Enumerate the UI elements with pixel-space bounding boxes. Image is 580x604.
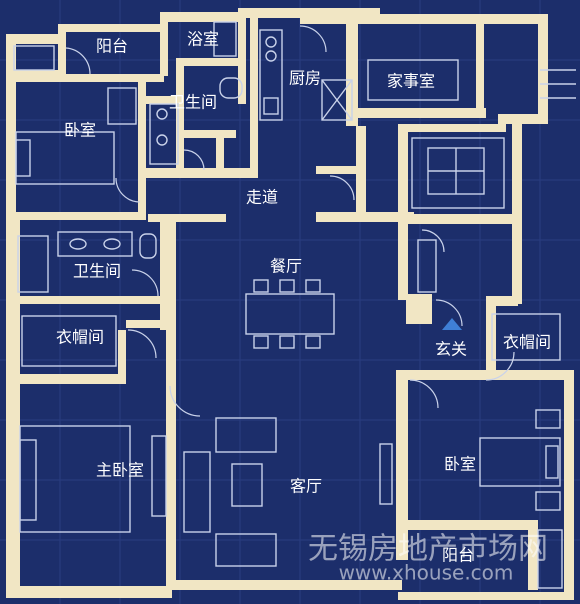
chair-icon: [305, 335, 321, 349]
label-utility-room: 家事室: [387, 72, 435, 91]
label-foyer: 玄关: [435, 340, 467, 359]
label-wc-left: 卫生间: [73, 262, 121, 281]
bed-icon: [15, 131, 115, 185]
stove-burner-icon: [265, 50, 277, 62]
fridge-icon: [321, 79, 353, 121]
balcony-planter: [537, 529, 563, 589]
entry-arrow-icon: [442, 318, 462, 330]
chair-icon: [253, 335, 269, 349]
room-labels: 阳台 浴室 厨房 家事室 卧室 卫生间 走道 卫生间 餐厅 衣帽间 玄关 衣帽间…: [56, 30, 551, 565]
chair-icon: [279, 279, 295, 293]
pillow-icon: [545, 445, 559, 479]
fixtures: [13, 21, 576, 589]
label-bedroom-se: 卧室: [444, 455, 476, 474]
door-swing: [421, 229, 445, 253]
label-master-bedroom: 主卧室: [96, 461, 144, 480]
nightstand-icon: [535, 491, 561, 511]
door-swing: [131, 269, 159, 297]
sink-icon: [156, 108, 168, 120]
utility-counter: [367, 59, 459, 101]
door-swing: [329, 175, 355, 201]
sink-icon: [156, 134, 168, 146]
pillow-icon: [19, 439, 37, 521]
door-swing: [169, 385, 201, 417]
label-living-room: 客厅: [290, 477, 322, 496]
sofa-icon: [183, 451, 211, 533]
kitchen-counter: [259, 29, 283, 121]
label-closet-left: 衣帽间: [56, 328, 104, 347]
label-dining: 餐厅: [270, 257, 302, 276]
dining-table: [245, 293, 335, 335]
sofa-icon: [215, 533, 277, 567]
bathtub-icon: [17, 235, 49, 293]
tv-cabinet: [379, 443, 393, 505]
coffee-table-icon: [231, 463, 263, 507]
door-swing: [115, 177, 141, 203]
shoe-cabinet: [417, 239, 437, 293]
label-bedroom-nw: 卧室: [64, 121, 96, 140]
label-wc-top: 卫生间: [169, 93, 217, 112]
bed-icon: [479, 437, 561, 487]
watermark-url: www.xhouse.com: [339, 561, 514, 585]
chair-icon: [279, 335, 295, 349]
doors: [65, 25, 515, 417]
shower-stall: [213, 21, 237, 57]
sink-icon: [103, 238, 121, 250]
kitchen-sink-icon: [263, 97, 279, 115]
watermark-cn: 无锡房地产市场网: [308, 532, 548, 567]
pillow-icon: [15, 139, 31, 177]
toilet-icon: [219, 77, 243, 99]
door-swing: [183, 149, 205, 171]
double-vanity: [57, 231, 133, 257]
door-swing: [65, 47, 91, 75]
closet-rail: [21, 315, 117, 367]
label-bath-top: 浴室: [187, 30, 219, 49]
closet-rail: [491, 313, 561, 361]
elevator-shaft: [411, 137, 505, 209]
chair-icon: [253, 279, 269, 293]
label-balcony-top: 阳台: [96, 37, 128, 56]
label-kitchen: 厨房: [289, 69, 321, 88]
door-swing: [127, 329, 157, 359]
nightstand-icon: [535, 409, 561, 429]
label-closet-right: 衣帽间: [503, 333, 551, 352]
label-corridor: 走道: [246, 188, 278, 207]
door-swing: [485, 351, 515, 381]
door-swing: [409, 379, 439, 409]
vanity-counter: [149, 103, 179, 165]
walls: [6, 8, 574, 600]
dresser-icon: [151, 435, 167, 517]
door-swing: [299, 25, 327, 53]
chair-icon: [305, 279, 321, 293]
wardrobe-icon: [107, 87, 137, 125]
stove-burner-icon: [265, 36, 277, 48]
label-balcony-bottom: 阳台: [442, 546, 474, 565]
balcony-planter: [13, 45, 55, 71]
door-swing: [435, 299, 463, 327]
toilet-icon: [139, 233, 157, 259]
sofa-icon: [215, 417, 277, 453]
sink-icon: [69, 238, 87, 250]
